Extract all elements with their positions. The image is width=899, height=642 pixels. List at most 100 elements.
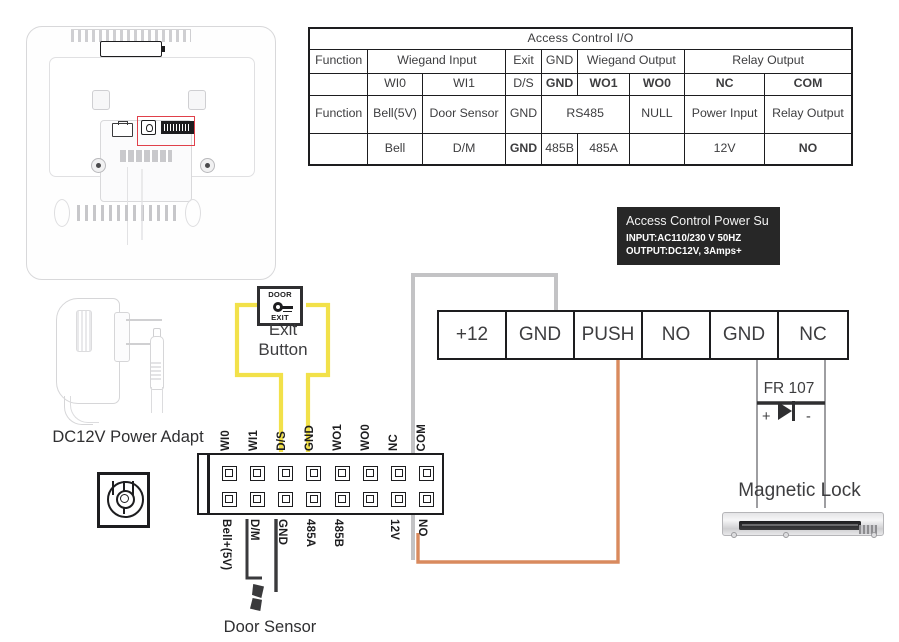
magnetic-lock-hole <box>871 532 877 538</box>
device-oval-right <box>185 199 201 227</box>
terminal-pin[interactable] <box>300 460 328 486</box>
terminal-pin[interactable] <box>413 460 441 486</box>
terminal-bottom-label-485b: 485B <box>332 519 344 548</box>
device-battery <box>100 41 165 57</box>
io-table-cell: Wiegand Output <box>577 48 686 74</box>
terminal-pin[interactable] <box>215 486 243 512</box>
socket-ring <box>107 481 144 518</box>
door-sensor-image <box>238 578 302 616</box>
psu-terminal-gnd[interactable]: GND <box>711 312 779 358</box>
terminal-top-label-wo0: WO0 <box>360 424 372 451</box>
door-sensor-label: Door Sensor <box>223 618 317 636</box>
io-table-cell: WI1 <box>421 72 507 96</box>
terminal-pin[interactable] <box>413 486 441 512</box>
diode-cathode-bar-icon <box>792 401 796 421</box>
io-table-cell: 485A <box>577 132 630 166</box>
io-table-cell: 485B <box>540 132 579 166</box>
psu-terminal-gnd[interactable]: GND <box>507 312 575 358</box>
device-oval-left <box>54 199 70 227</box>
device-screw-left <box>91 158 106 173</box>
device-top-vent <box>71 29 191 42</box>
socket-center-dot <box>120 494 129 503</box>
io-table-cell: NC <box>684 72 765 96</box>
magnetic-lock-channel <box>739 521 861 530</box>
barrel-plug-cord <box>151 387 163 413</box>
device-screw-right <box>200 158 215 173</box>
terminal-pin[interactable] <box>385 486 413 512</box>
io-table-cell: Relay Output <box>763 94 853 134</box>
exit-button-label-line1: Exit <box>268 320 298 339</box>
terminal-pin[interactable] <box>272 486 300 512</box>
barrel-plug-grip <box>151 362 161 382</box>
power-supply-input-spec: INPUT:AC110/230 V 50HZ <box>626 233 742 244</box>
io-table-cell: Bell <box>367 132 423 166</box>
power-supply-title: Access Control Power Su <box>626 214 769 228</box>
adapter-prong-top <box>126 319 162 322</box>
pin-header-icon <box>161 121 194 134</box>
terminal-pin[interactable] <box>356 460 384 486</box>
io-table-cell: GND <box>540 72 579 96</box>
device-clip-right <box>188 90 206 110</box>
io-table-cell: WI0 <box>367 72 423 96</box>
terminal-pin[interactable] <box>243 486 271 512</box>
psu-terminal-push[interactable]: PUSH <box>575 312 643 358</box>
terminal-pin[interactable] <box>328 486 356 512</box>
io-table-cell: Relay Output <box>684 48 853 74</box>
adapter-label: DC12V Power Adapt <box>52 428 204 446</box>
terminal-top-label-gnd: GND <box>304 424 316 451</box>
diode-label: FR 107 <box>763 380 815 397</box>
device-clip-left <box>92 90 110 110</box>
adapter-prong-bottom <box>126 343 162 346</box>
rj45-port-icon <box>112 121 133 137</box>
door-sensor-reed <box>250 598 262 611</box>
io-table-cell: Power Input <box>684 94 765 134</box>
flyback-diode: FR 107 + - <box>752 380 826 425</box>
terminal-pin[interactable] <box>215 460 243 486</box>
io-table-cell: NO <box>763 132 853 166</box>
psu-terminal-nc[interactable]: NC <box>799 324 827 345</box>
terminal-top-label-ds: D/S <box>276 431 288 451</box>
io-table-cell: Door Sensor <box>421 94 507 134</box>
io-table-cell: GND <box>505 94 542 134</box>
magnetic-lock-plate <box>859 525 877 534</box>
socket-bar-right <box>132 481 134 495</box>
io-table-cell: GND <box>505 132 542 166</box>
device-grill <box>120 150 172 162</box>
terminal-top-label-wo1: WO1 <box>332 424 344 451</box>
terminal-pin[interactable] <box>272 460 300 486</box>
exit-button-plate: DOOR EXIT <box>257 286 303 326</box>
io-table-cell: WO0 <box>628 72 686 96</box>
terminal-block-body <box>208 453 444 515</box>
terminal-pin[interactable] <box>356 486 384 512</box>
diode-anode-triangle-icon <box>778 402 792 420</box>
exit-button-device[interactable]: DOOR EXIT <box>254 286 310 364</box>
terminal-pin[interactable] <box>300 486 328 512</box>
magnetic-lock-body <box>722 512 884 538</box>
terminal-pin[interactable] <box>328 460 356 486</box>
io-table-cell: Function <box>308 94 369 134</box>
io-table-cell <box>308 132 369 166</box>
terminal-pin[interactable] <box>243 460 271 486</box>
io-table-cell: COM <box>763 72 853 96</box>
adapter-neck <box>114 312 130 362</box>
io-table-cell: D/S <box>505 72 542 96</box>
power-socket-icon <box>97 472 150 528</box>
psu-terminal-12[interactable]: +12 <box>439 312 507 358</box>
power-supply-output-spec: OUTPUT:DC12V, 3Amps+ <box>626 246 742 257</box>
magnetic-lock-hole <box>731 532 737 538</box>
socket-bar-left <box>112 481 114 495</box>
terminal-bottom-label-bell5v: Bell+(5V) <box>220 519 232 571</box>
dc-jack-icon <box>141 120 156 135</box>
terminal-pin[interactable] <box>385 460 413 486</box>
device-rear-view-image <box>22 22 280 284</box>
io-table-cell: 12V <box>684 132 765 166</box>
io-table-cell: RS485 <box>540 94 630 134</box>
psu-terminal-no[interactable]: NO <box>643 312 711 358</box>
